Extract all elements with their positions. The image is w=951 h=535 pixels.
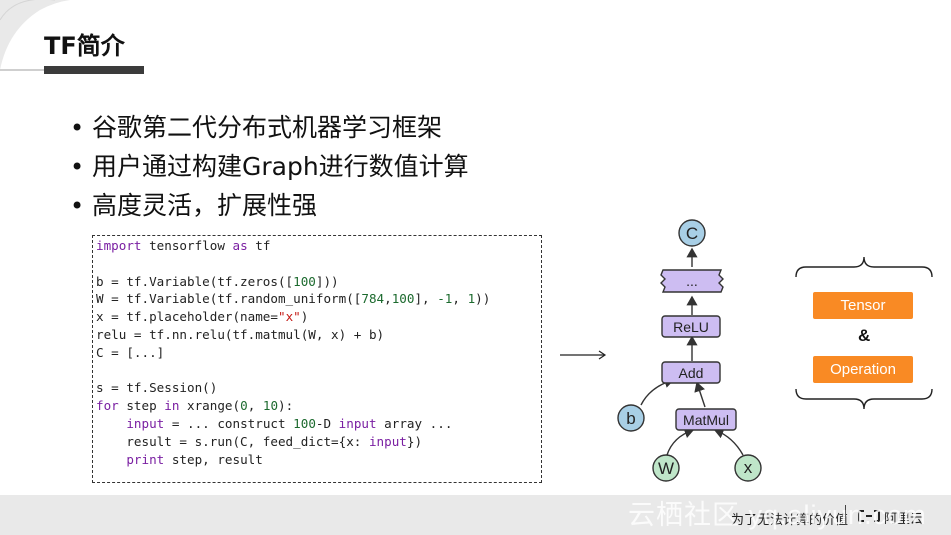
top-brace-icon — [795, 256, 933, 278]
computation-graph: C ... ReLU Add b MatMul W x — [617, 219, 762, 482]
bullet-item: •谷歌第二代分布式机器学习框架 — [70, 108, 469, 147]
node-c-label: C — [686, 224, 698, 243]
tensor-button[interactable]: Tensor — [813, 292, 913, 319]
bullet-text: 谷歌第二代分布式机器学习框架 — [92, 113, 443, 142]
footer-brand: 阿里云 — [884, 512, 924, 527]
ampersand: & — [858, 326, 871, 345]
node-w: W — [652, 454, 680, 482]
node-b: b — [617, 404, 645, 432]
node-x: x — [734, 454, 762, 482]
bullet-dot: • — [70, 114, 85, 142]
node-ellipsis-label: ... — [686, 273, 698, 289]
bullet-item: •用户通过构建Graph进行数值计算 — [70, 147, 469, 186]
page-title: TF简介 — [44, 32, 125, 60]
title-underline-left — [0, 69, 44, 71]
node-b-label: b — [626, 409, 635, 428]
brace-panel — [795, 256, 933, 410]
bullet-text: 高度灵活，扩展性强 — [92, 191, 318, 220]
footer-separator — [845, 505, 846, 525]
aliyun-logo-icon — [858, 510, 880, 522]
node-add: Add — [661, 361, 721, 384]
node-add-label: Add — [679, 365, 704, 381]
node-w-label: W — [658, 459, 674, 478]
node-c: C — [678, 219, 706, 247]
footer-slogan: 为了无法计算的价值 — [730, 513, 848, 528]
node-matmul: MatMul — [675, 408, 737, 431]
corner-decoration — [0, 0, 70, 70]
right-arrow-icon — [560, 350, 607, 360]
operation-button[interactable]: Operation — [813, 356, 913, 383]
bullet-dot: • — [70, 153, 85, 181]
bullet-dot: • — [70, 192, 85, 220]
bullet-item: •高度灵活，扩展性强 — [70, 186, 469, 225]
node-x-label: x — [744, 458, 753, 477]
node-matmul-label: MatMul — [683, 412, 729, 428]
bullet-list: •谷歌第二代分布式机器学习框架 •用户通过构建Graph进行数值计算 •高度灵活… — [70, 108, 469, 225]
code-block: import tensorflow as tf b = tf.Variable(… — [96, 238, 491, 467]
title-underline-bar — [44, 66, 144, 74]
bottom-brace-icon — [795, 388, 933, 410]
footer: 为了无法计算的价值 阿里云 — [0, 495, 951, 535]
bullet-text: 用户通过构建Graph进行数值计算 — [92, 152, 469, 181]
node-ellipsis: ... — [660, 269, 724, 293]
node-relu: ReLU — [661, 315, 721, 338]
code-box — [92, 235, 542, 483]
node-relu-label: ReLU — [673, 319, 709, 335]
watermark: 云栖社区 yq.aliyun.com — [628, 500, 927, 530]
